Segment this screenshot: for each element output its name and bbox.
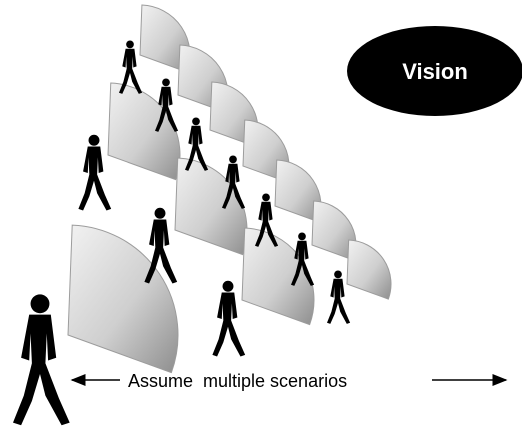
walking-person-icon-10 [13,294,70,426]
vision-label: Vision [402,59,468,84]
walking-person-icon-6 [327,270,351,324]
walking-person-icon-8 [144,207,178,284]
vision-oval: Vision [347,26,522,116]
walking-person-icon-3 [222,155,246,209]
walking-person-icon-1 [155,78,179,132]
walking-person-icon-7 [78,134,112,211]
walking-person-icon-5 [291,232,315,286]
walking-person-icon-4 [255,193,279,247]
walking-person-icon-2 [185,117,209,171]
sector-shape-10 [67,224,179,374]
walking-people [13,40,351,426]
sector-shape-6 [346,239,392,300]
walking-person-icon-9 [212,280,246,357]
walking-person-icon-0 [119,40,143,94]
caption-text: Assume multiple scenarios [128,371,348,391]
